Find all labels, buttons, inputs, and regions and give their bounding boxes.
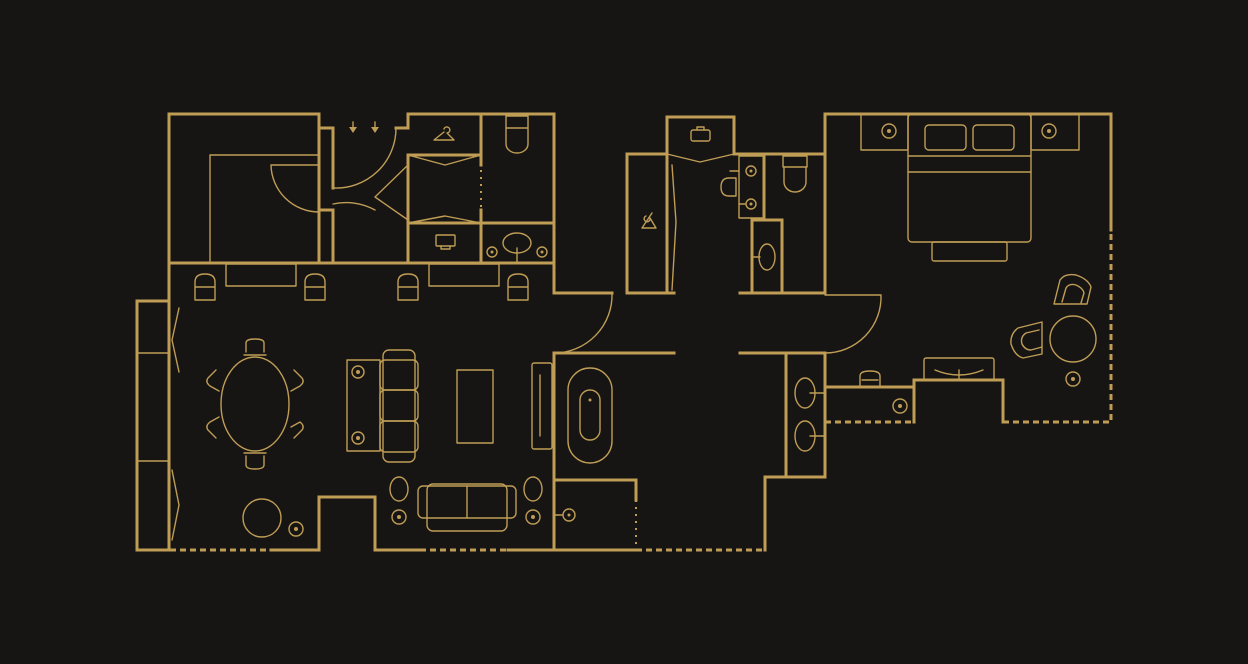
bathroom-1 [486,115,548,263]
armchair-icon [1010,321,1043,359]
living-dining [136,263,576,541]
hanger-icon [641,212,657,229]
armchair-icon [194,273,216,301]
toilet-icon [782,155,808,193]
dining-chair-icon [206,416,220,439]
dining-table [206,338,304,470]
washbasin-icon [486,232,548,263]
toilet-icon [505,115,529,154]
armchair-icon [1053,273,1092,305]
sofa-icon [417,483,517,532]
dining-chair-icon [290,421,304,439]
sofa-icon [346,349,419,463]
dining-chair-icon [245,338,265,353]
tv-icon [435,234,456,247]
openings [170,170,1113,552]
storage [209,126,711,264]
washbasin-icon [794,377,826,409]
armchair-icon [859,370,881,388]
dining-chair-icon [206,369,220,392]
washbasin-icon [794,420,826,452]
dining-chair-icon [245,455,265,470]
round-table-icon [242,498,282,538]
entry-arrows [349,121,379,133]
arrow-down-icon [371,127,379,133]
pillow-icon [972,124,1015,151]
doors [270,127,882,354]
round-table-icon [1049,315,1097,363]
armchair-icon [304,273,326,301]
armchair-icon [507,273,529,301]
coffee-table [456,369,494,444]
bathtub-icon [567,367,613,464]
walls [135,112,1113,552]
bed-icon [907,113,1032,262]
briefcase-icon [690,126,711,142]
pillow-icon [924,124,967,151]
hanger-icon [433,126,455,141]
bedroom [859,113,1097,414]
tv-icon [531,362,553,450]
dining-chair-icon [290,369,304,392]
arrow-down-icon [349,127,357,133]
master-bath [567,155,826,464]
lamp-icon [288,521,304,537]
desk-icon [923,357,995,381]
washbasin-icon [720,177,737,197]
washbasin-icon [753,243,776,271]
armchair-icon [397,273,419,301]
